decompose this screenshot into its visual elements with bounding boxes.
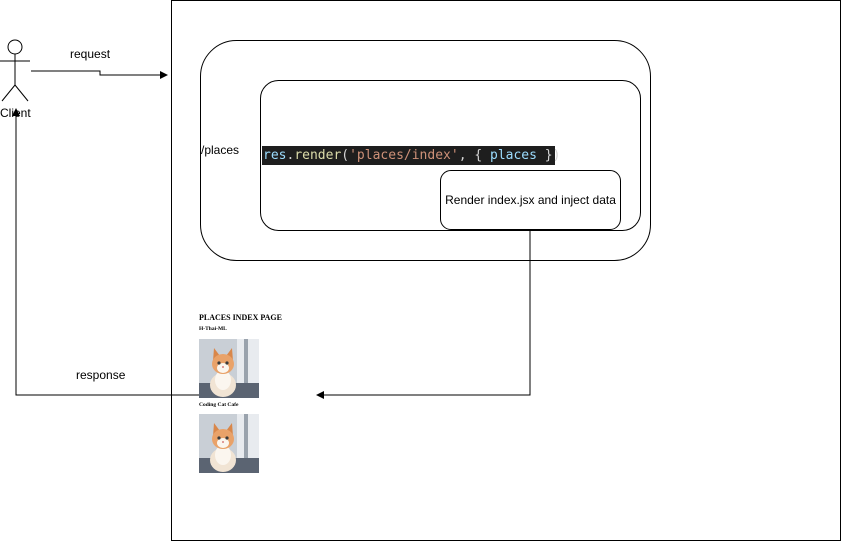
response-edge — [12, 108, 200, 396]
code-token: res — [263, 148, 287, 163]
render-step-label: Render index.jsx and inject data — [445, 193, 616, 207]
preview-place-name: Coding Cat Cafe — [199, 402, 239, 408]
kitten-photo — [199, 414, 259, 473]
client-label: Client — [0, 106, 31, 120]
kitten-photo — [199, 339, 259, 398]
code-token: ( — [341, 148, 350, 163]
response-label: response — [76, 368, 126, 382]
request-label: request — [70, 47, 111, 61]
render-output-edge — [316, 230, 531, 399]
route-label: /places — [201, 143, 240, 157]
code-snippet: res.render('places/index', { places }) — [262, 146, 560, 165]
code-token: render — [294, 148, 342, 163]
code-token: places — [490, 148, 537, 163]
render-step-node: Render index.jsx and inject data — [440, 170, 621, 230]
code-token: 'places/index' — [349, 148, 459, 163]
preview-title: PLACES INDEX PAGE — [199, 313, 282, 322]
code-token: , { — [458, 148, 490, 163]
request-edge — [31, 70, 168, 79]
client-actor-icon — [0, 39, 30, 102]
code-token: . — [286, 148, 295, 163]
preview-place-name: H-Thai-ML — [199, 326, 227, 332]
code-token: }) — [536, 148, 561, 163]
